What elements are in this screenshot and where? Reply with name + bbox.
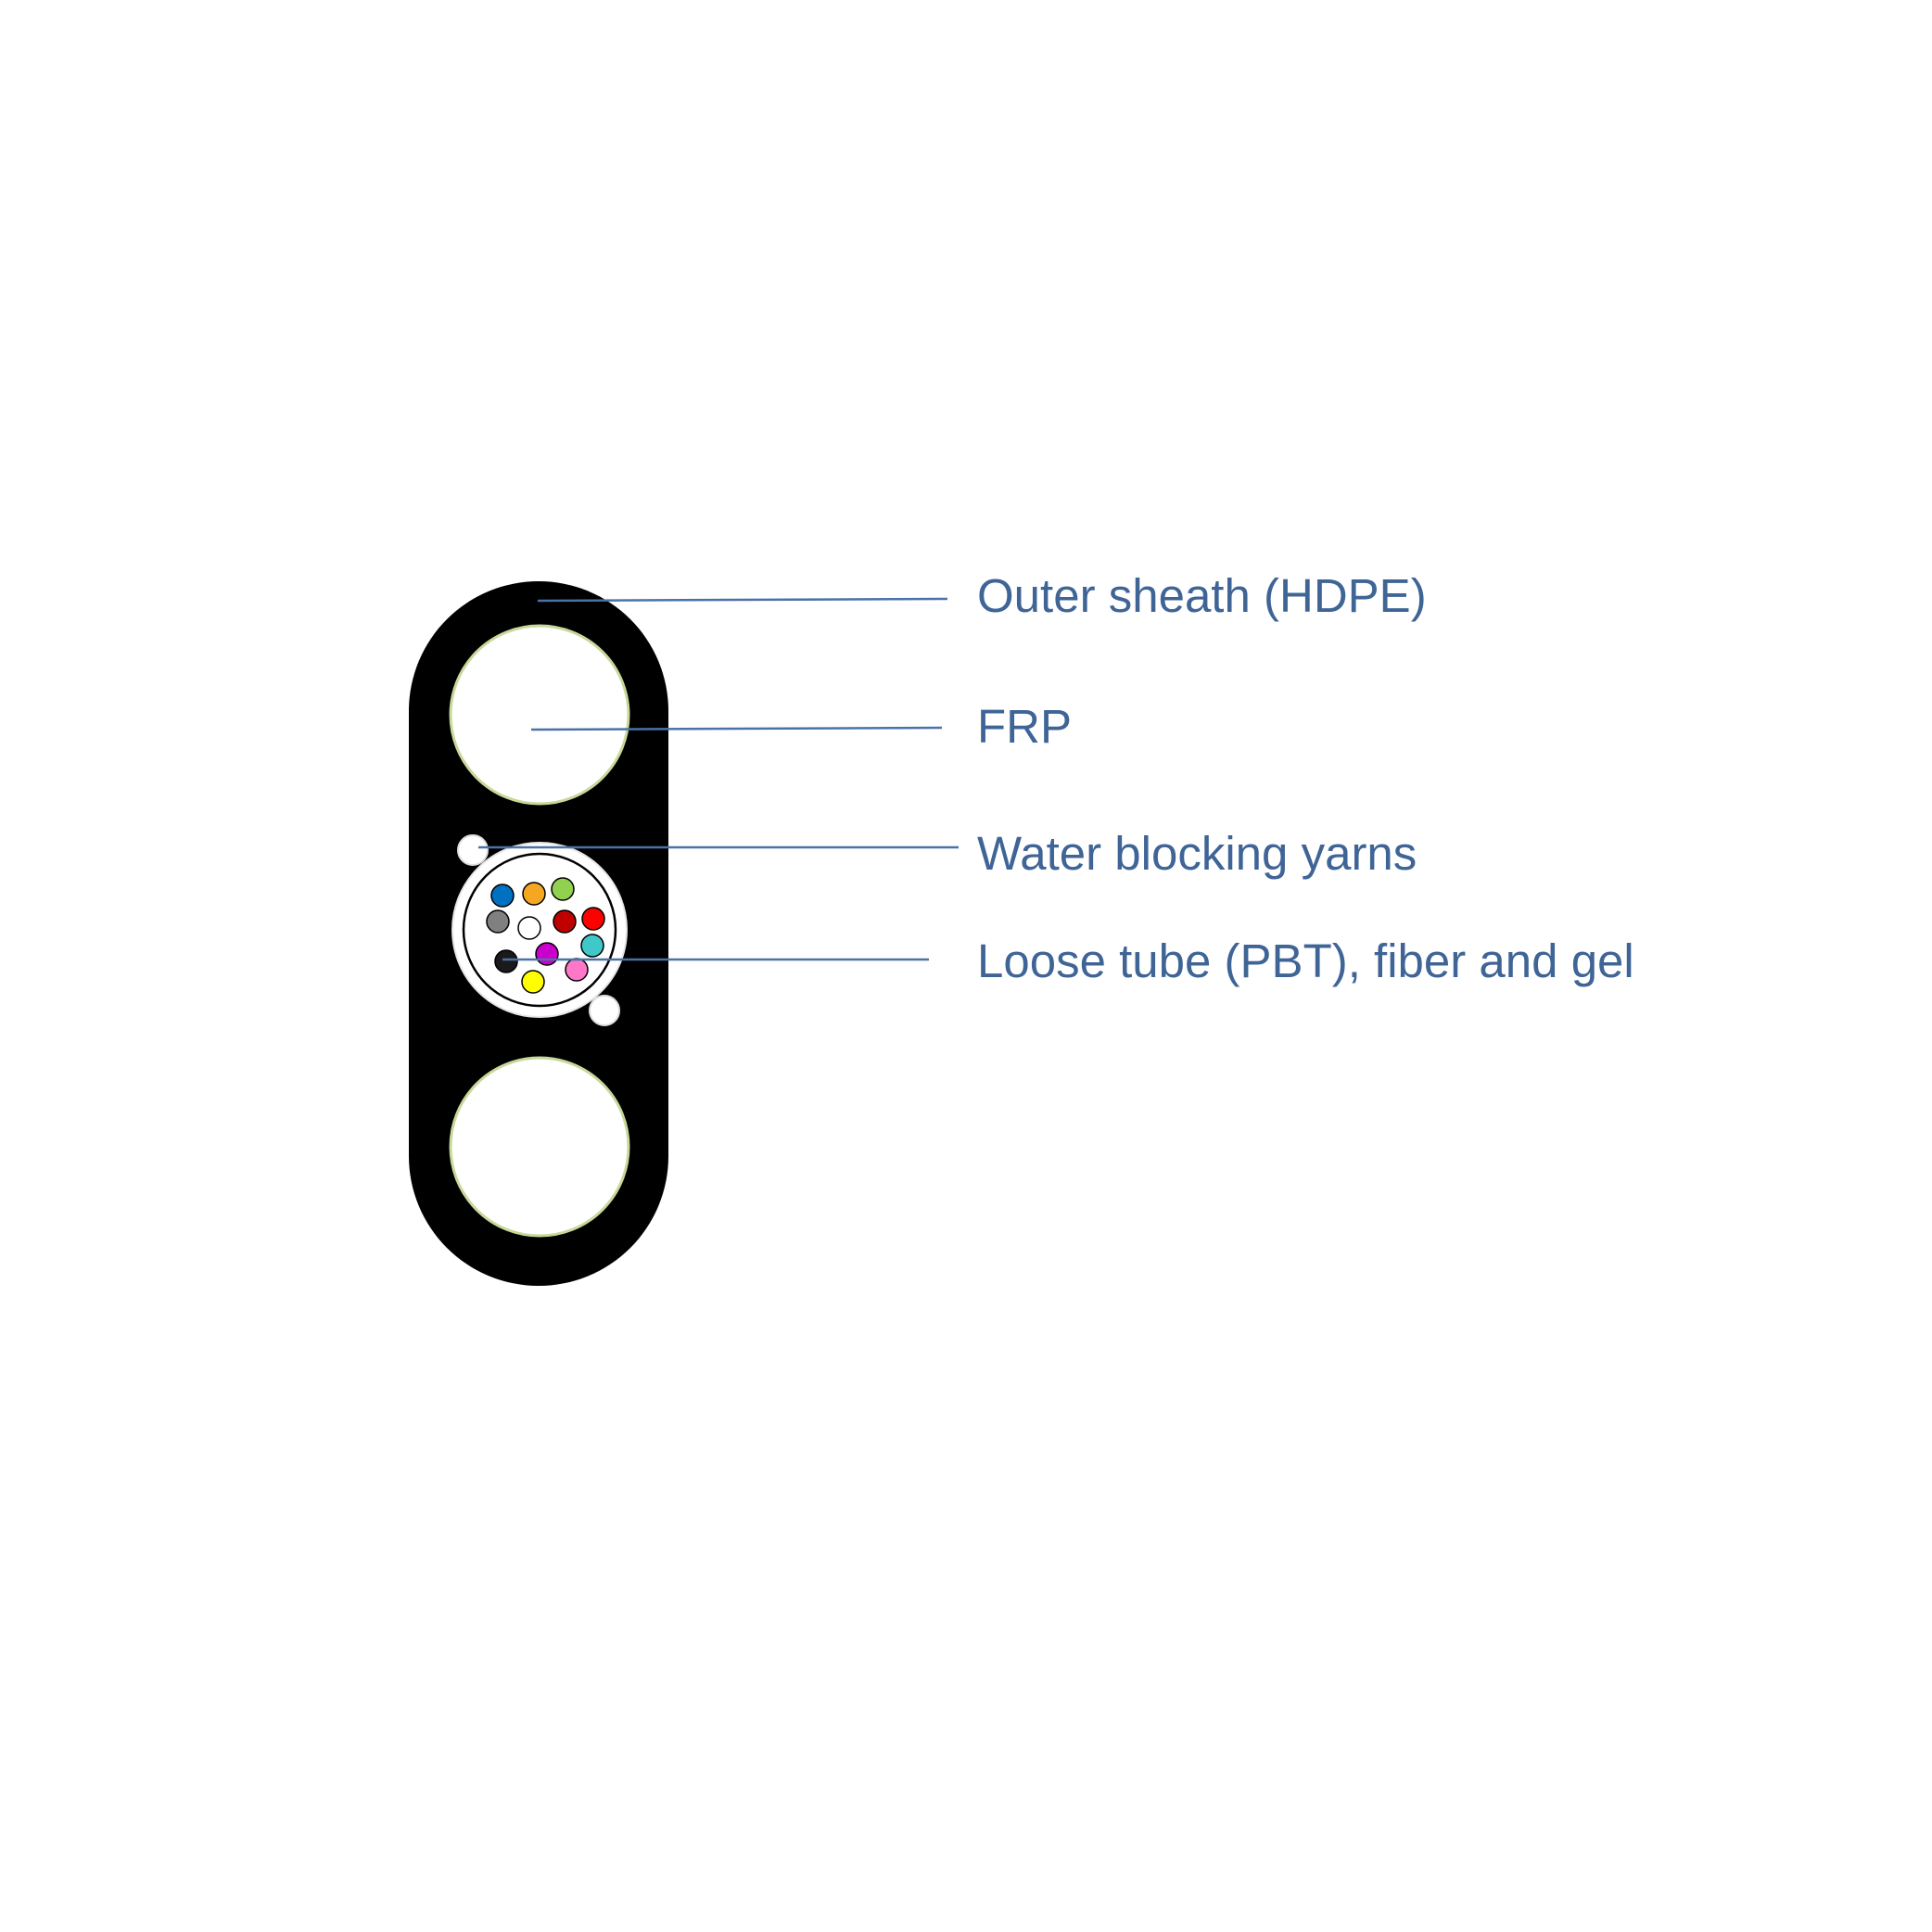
fiber-dark-red <box>553 909 577 934</box>
fiber-black <box>494 949 518 973</box>
water-blocking-yarn-2 <box>589 995 620 1026</box>
frp-top <box>449 624 630 806</box>
fiber-green <box>551 877 575 901</box>
fiber-orange <box>522 882 546 906</box>
fiber-red <box>581 907 605 931</box>
fiber-yellow <box>521 970 545 994</box>
label-frp: FRP <box>977 700 1072 753</box>
fiber-blue <box>490 883 515 908</box>
label-outer-sheath: Outer sheath (HDPE) <box>977 569 1427 622</box>
leader-line-outer-sheath <box>537 597 948 603</box>
water-blocking-yarn-1 <box>457 834 489 866</box>
frp-bottom <box>449 1056 630 1238</box>
label-water-blocking: Water blocking yarns <box>977 827 1417 880</box>
fiber-violet <box>535 942 559 966</box>
fiber-pink <box>565 958 589 982</box>
fiber-gray <box>486 909 510 934</box>
fiber-aqua <box>580 934 604 958</box>
label-loose-tube: Loose tube (PBT), fiber and gel <box>977 934 1634 987</box>
fiber-white <box>517 916 541 940</box>
fiber-group <box>486 877 605 994</box>
leader-line-frp <box>530 726 943 731</box>
